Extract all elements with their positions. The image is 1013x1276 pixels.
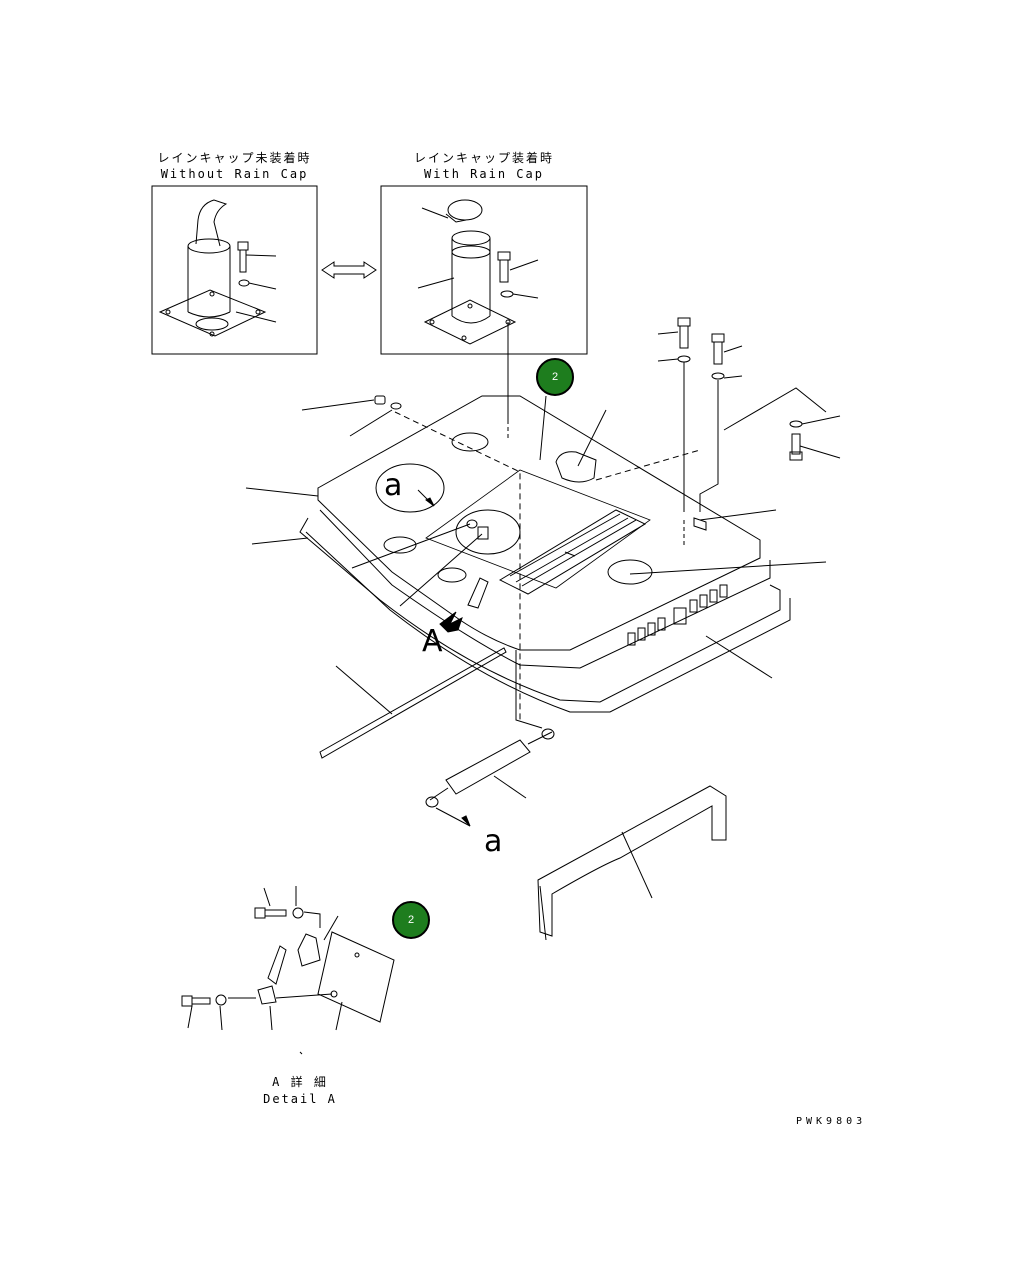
callout-badge-2: 2 [392,901,430,939]
side-vents [628,585,727,645]
detail-a-parts [182,886,394,1054]
detail-title-jp: A 詳 細 [272,1075,328,1089]
hood-bolts [658,318,840,530]
handle [538,786,726,940]
leader-lines [246,388,826,678]
inset-right-title-jp: レインキャップ装着時 [413,151,554,165]
section-label-a-2: a [484,824,503,859]
inset-right-title-en: With Rain Cap [424,167,544,181]
gas-spring [426,650,554,826]
rod [320,648,506,758]
view-arrow-label-a: A [422,624,443,659]
drawing-code: PWK9803 [796,1116,867,1127]
section-label-a-1: a [384,468,403,503]
inset-left-title-en: Without Rain Cap [160,167,309,181]
inset-with-rain-cap [381,186,587,420]
callout-badge-1: 2 [536,358,574,396]
hood-assembly [300,396,790,720]
inset-without-rain-cap [152,186,317,354]
interchange-arrow [322,262,376,278]
detail-title-en: Detail A [263,1092,337,1106]
inset-left-title-jp: レインキャップ未装着時 [157,151,312,165]
